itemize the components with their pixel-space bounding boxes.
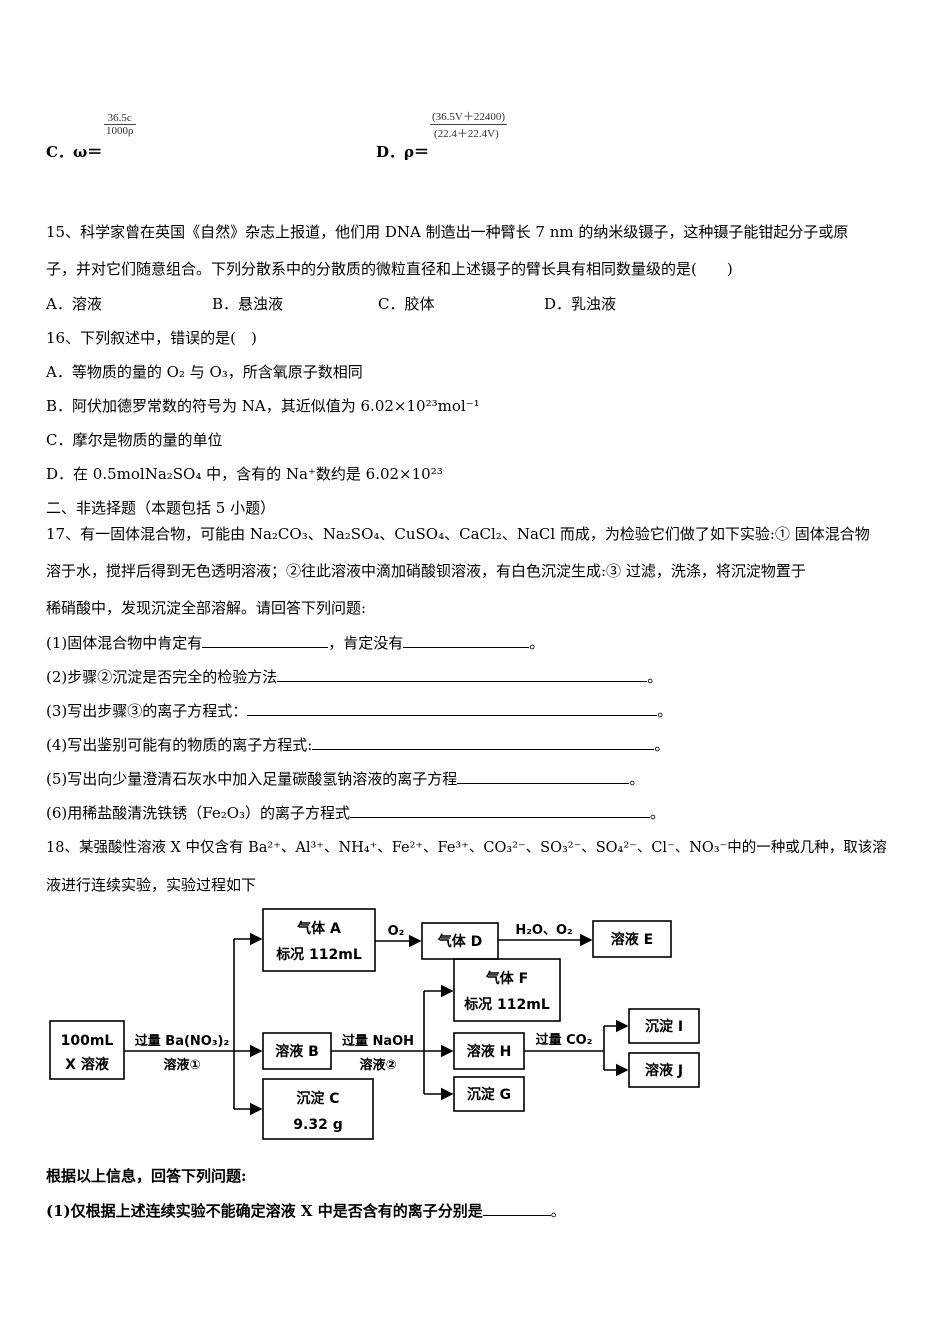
gas-d-label: 气体 D bbox=[437, 933, 483, 950]
x-label-line1: 100mL bbox=[61, 1033, 114, 1049]
fraction-numerator: 36.5c bbox=[104, 112, 136, 125]
q17-part5: (5)写出向少量澄清石灰水中加入足量碳酸氢钠溶液的离子方程 。 bbox=[46, 769, 644, 789]
q16-option-a: A．等物质的量的 O₂ 与 O₃，所含氧原子数相同 bbox=[46, 363, 363, 381]
precipitate-c-line1: 沉淀 C bbox=[296, 1090, 339, 1107]
box-gas-a bbox=[262, 908, 376, 972]
q17-part3: (3)写出步骤③的离子方程式： 。 bbox=[46, 701, 672, 721]
q17-part1-c: 。 bbox=[529, 634, 545, 652]
q15-option-d: D．乳浊液 bbox=[544, 295, 617, 313]
solution-j-label: 溶液 J bbox=[645, 1062, 683, 1079]
option-c-fraction: 36.5c 1000ρ bbox=[104, 112, 136, 137]
option-d-label: D．ρ＝ bbox=[376, 143, 429, 161]
gas-f-line1: 气体 F bbox=[485, 970, 528, 987]
box-gas-f bbox=[453, 958, 561, 1022]
precipitate-c-line2: 9.32 g bbox=[293, 1117, 342, 1133]
q17-part2: (2)步骤②沉淀是否完全的检验方法 。 bbox=[46, 667, 662, 687]
box-solution-x bbox=[49, 1020, 125, 1080]
o2-label: O₂ bbox=[388, 924, 405, 939]
q17-part2-text: (2)步骤②沉淀是否完全的检验方法 bbox=[46, 668, 278, 686]
fraction-denominator: (22.4＋22.4V) bbox=[434, 128, 499, 140]
gas-a-line1: 气体 A bbox=[296, 920, 341, 937]
arrow2-top-label: 过量 NaOH bbox=[342, 1033, 414, 1049]
q17-part1-b: ，肯定没有 bbox=[328, 634, 404, 652]
answer-blank[interactable] bbox=[312, 735, 655, 750]
q16-option-d: D．在 0.5molNa₂SO₄ 中，含有的 Na⁺数约是 6.02×10²³ bbox=[46, 465, 443, 483]
q17-line3: 稀硝酸中，发现沉淀全部溶解。请回答下列问题: bbox=[46, 599, 367, 617]
q17-part6: (6)用稀盐酸清洗铁锈（Fe₂O₃）的离子方程式 。 bbox=[46, 803, 665, 823]
gas-a-line2: 标况 112mL bbox=[275, 946, 362, 963]
experiment-flow-diagram: 100mL X 溶液 过量 Ba(NO₃)₂ 溶液① 气体 A 标况 112mL… bbox=[49, 908, 700, 1140]
q17-part4: (4)写出鉴别可能有的物质的离子方程式: 。 bbox=[46, 735, 669, 755]
q18-line1: 18、某强酸性溶液 X 中仅含有 Ba²⁺、Al³⁺、NH₄⁺、Fe²⁺、Fe³… bbox=[46, 840, 887, 856]
x-label-line2: X 溶液 bbox=[65, 1056, 110, 1073]
period: 。 bbox=[629, 770, 645, 788]
answer-blank[interactable] bbox=[403, 633, 530, 648]
q15-option-c: C．胶体 bbox=[378, 295, 435, 313]
q17-part1-a: (1)固体混合物中肯定有 bbox=[46, 634, 203, 652]
q16-option-c: C．摩尔是物质的量的单位 bbox=[46, 431, 223, 449]
co2-label: 过量 CO₂ bbox=[536, 1032, 593, 1048]
q18-part1-text: (1)仅根据上述连续实验不能确定溶液 X 中是否含有的离子分别是 bbox=[46, 1202, 483, 1220]
solution-e-label: 溶液 E bbox=[611, 931, 653, 948]
solution-h-label: 溶液 H bbox=[467, 1043, 512, 1060]
q17-part4-text: (4)写出鉴别可能有的物质的离子方程式: bbox=[46, 736, 313, 754]
period: 。 bbox=[657, 702, 673, 720]
period: 。 bbox=[647, 668, 663, 686]
fraction-denominator: 1000ρ bbox=[106, 125, 134, 137]
option-d-fraction: (36.5V＋22400) (22.4＋22.4V) bbox=[430, 108, 508, 141]
box-precipitate-i bbox=[628, 1008, 700, 1044]
q16-stem: 16、下列叙述中，错误的是( ) bbox=[46, 329, 257, 347]
q15-line2: 子，并对它们随意组合。下列分散系中的分散质的微粒直径和上述镊子的臂长具有相同数量… bbox=[46, 260, 733, 278]
answer-blank[interactable] bbox=[277, 667, 648, 682]
answer-blank[interactable] bbox=[247, 701, 658, 716]
q16-option-b: B．阿伏加德罗常数的符号为 NA，其近似值为 6.02×10²³mol⁻¹ bbox=[46, 397, 480, 415]
solution-b-label: 溶液 B bbox=[275, 1043, 319, 1060]
answer-blank[interactable] bbox=[350, 803, 651, 818]
answer-blank[interactable] bbox=[482, 1201, 551, 1216]
q15-option-a: A．溶液 bbox=[46, 295, 102, 313]
answer-blank[interactable] bbox=[457, 769, 630, 784]
precipitate-g-label: 沉淀 G bbox=[467, 1086, 511, 1103]
arrow1-top-label: 过量 Ba(NO₃)₂ bbox=[135, 1033, 229, 1049]
q17-part5-text: (5)写出向少量澄清石灰水中加入足量碳酸氢钠溶液的离子方程 bbox=[46, 770, 458, 788]
q17-line2: 溶于水，搅拌后得到无色透明溶液；②往此溶液中滴加硝酸钡溶液，有白色沉淀生成:③ … bbox=[46, 562, 806, 580]
arrow2-bottom-label: 溶液② bbox=[359, 1057, 396, 1073]
q17-part3-text: (3)写出步骤③的离子方程式： bbox=[46, 702, 248, 720]
period: 。 bbox=[650, 804, 666, 822]
box-solution-e bbox=[592, 920, 672, 958]
q18-after-diagram: 根据以上信息，回答下列问题: bbox=[46, 1167, 247, 1185]
precipitate-i-label: 沉淀 I bbox=[645, 1018, 683, 1035]
q15-option-b: B．悬浊液 bbox=[212, 295, 284, 313]
box-precipitate-g bbox=[453, 1076, 525, 1112]
q15-line1: 15、科学家曾在英国《自然》杂志上报道，他们用 DNA 制造出一种臂长 7 nm… bbox=[46, 223, 849, 241]
fraction-numerator: (36.5V＋22400) bbox=[430, 108, 508, 125]
q17-part1: (1)固体混合物中肯定有 ，肯定没有 。 bbox=[46, 633, 544, 653]
q18-line2: 液进行连续实验，实验过程如下 bbox=[46, 876, 257, 894]
h2o-o2-label: H₂O、O₂ bbox=[515, 923, 572, 938]
answer-blank[interactable] bbox=[202, 633, 329, 648]
q17-part6-text: (6)用稀盐酸清洗铁锈（Fe₂O₃）的离子方程式 bbox=[46, 804, 351, 822]
q17-line1: 17、有一固体混合物，可能由 Na₂CO₃、Na₂SO₄、CuSO₄、CaCl₂… bbox=[46, 525, 870, 543]
q18-part1: (1)仅根据上述连续实验不能确定溶液 X 中是否含有的离子分别是 。 bbox=[46, 1201, 566, 1221]
arrow1-bottom-label: 溶液① bbox=[163, 1057, 200, 1073]
gas-f-line2: 标况 112mL bbox=[463, 996, 550, 1013]
period: 。 bbox=[654, 736, 670, 754]
box-solution-j bbox=[628, 1052, 700, 1088]
option-c-label: C．ω＝ bbox=[46, 143, 103, 161]
box-precipitate-c bbox=[262, 1078, 374, 1140]
period: 。 bbox=[550, 1202, 566, 1220]
section-heading: 二、非选择题（本题包括 5 小题） bbox=[46, 499, 276, 517]
